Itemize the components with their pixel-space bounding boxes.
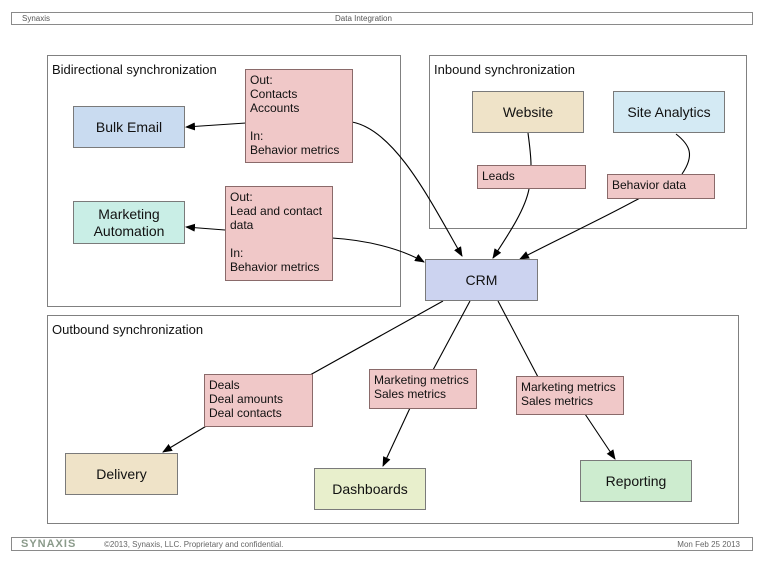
page-header: Synaxis Data Integration	[11, 12, 753, 25]
site-analytics-node: Site Analytics	[613, 91, 725, 133]
label-deals: Deals Deal amounts Deal contacts	[204, 374, 313, 427]
edge-label-reporting	[584, 413, 616, 460]
website-node: Website	[472, 91, 584, 133]
website-text: Website	[502, 103, 554, 120]
dashboards-node: Dashboards	[314, 468, 426, 510]
edge-marketing-crm	[331, 237, 425, 263]
marketing-automation-node: Marketing Automation	[73, 201, 185, 244]
bulk-email-text: Bulk Email	[95, 118, 163, 135]
label-dashboards-flow: Marketing metrics Sales metrics	[369, 369, 477, 409]
label-behavior-data: Behavior data	[607, 174, 715, 199]
edge-deals-delivery	[162, 424, 209, 453]
delivery-text: Delivery	[96, 465, 147, 482]
synaxis-logo: SYNAXIS	[21, 538, 77, 550]
edge-behavior-crm	[519, 197, 641, 260]
edge-leads-crm	[492, 188, 530, 259]
group-inbound: Inbound synchronization	[429, 55, 747, 229]
group-bidirectional-title: Bidirectional synchronization	[52, 62, 217, 77]
footer-copyright: ©2013, Synaxis, LLC. Proprietary and con…	[104, 540, 284, 549]
bulk-email-node: Bulk Email	[73, 106, 185, 148]
label-marketing-flow: Out: Lead and contact data In: Behavior …	[225, 186, 333, 281]
edge-to-bulk-email	[185, 122, 247, 131]
edge-crm-deals	[309, 300, 444, 376]
group-outbound-title: Outbound synchronization	[52, 322, 204, 337]
site-analytics-text: Site Analytics	[627, 103, 711, 120]
marketing-automation-text: Marketing Automation	[93, 205, 165, 239]
crm-node: CRM	[425, 259, 538, 301]
edge-bulk-email-crm	[351, 121, 463, 257]
reporting-text: Reporting	[605, 472, 667, 489]
label-leads: Leads	[477, 165, 586, 189]
label-bulk-email-flow: Out: Contacts Accounts In: Behavior metr…	[245, 69, 353, 163]
header-company: Synaxis	[22, 14, 51, 23]
header-title: Data Integration	[335, 14, 392, 23]
edge-label-dashboards	[382, 407, 411, 467]
group-inbound-title: Inbound synchronization	[434, 62, 575, 77]
footer-date: Mon Feb 25 2013	[677, 540, 740, 549]
delivery-node: Delivery	[65, 453, 178, 495]
edge-to-marketing	[185, 223, 226, 232]
edge-crm-dashboards-label	[432, 300, 471, 371]
edge-website-leads	[527, 132, 532, 166]
crm-text: CRM	[465, 271, 498, 288]
edge-crm-reporting-label	[497, 300, 539, 378]
dashboards-text: Dashboards	[332, 480, 408, 497]
label-reporting-flow: Marketing metrics Sales metrics	[516, 376, 624, 415]
page-footer: SYNAXIS ©2013, Synaxis, LLC. Proprietary…	[11, 537, 753, 551]
edge-analytics-behavior	[675, 133, 691, 175]
reporting-node: Reporting	[580, 460, 692, 502]
